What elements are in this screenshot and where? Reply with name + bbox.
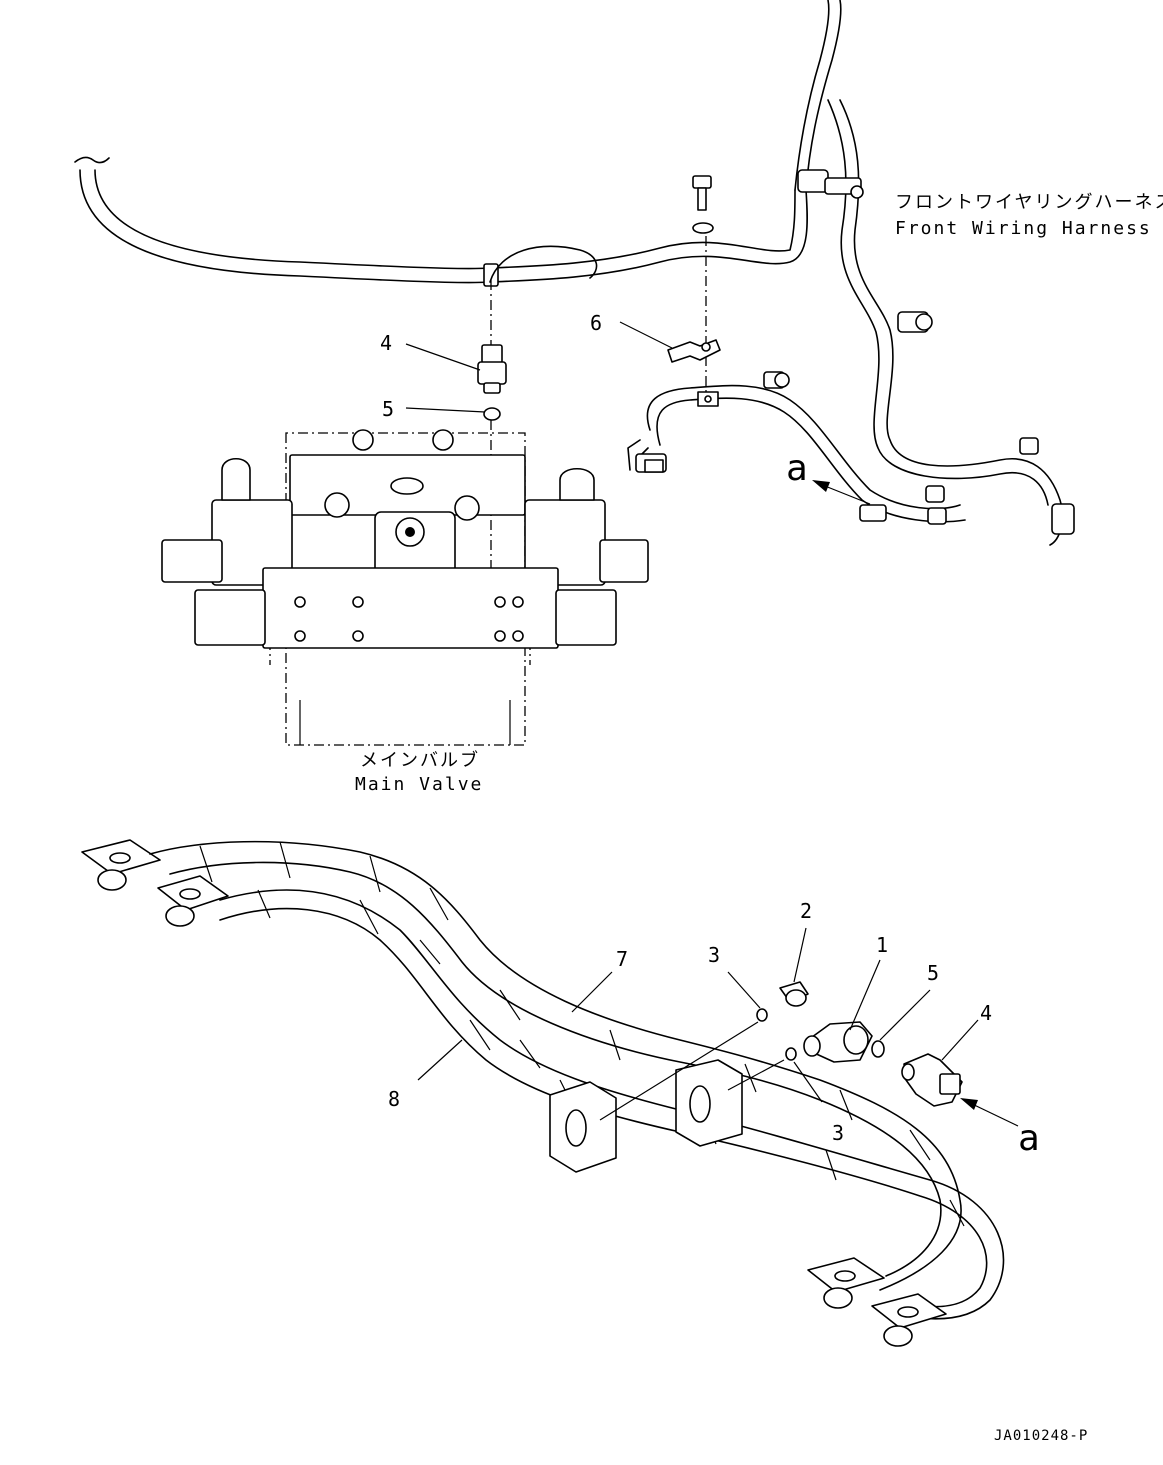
callout-4-top: 4 xyxy=(380,331,392,355)
part-2-plug xyxy=(779,981,809,1007)
callout-4-lower: 4 xyxy=(980,1001,992,1025)
callout-1: 1 xyxy=(876,933,888,957)
callout-3-upper: 3 xyxy=(708,943,720,967)
main-valve-caption-en: Main Valve xyxy=(355,774,483,795)
view-mark-a-top: a xyxy=(786,448,808,489)
callout-5-lower: 5 xyxy=(927,961,939,985)
part-1-elbow xyxy=(803,1021,873,1063)
callout-5-top: 5 xyxy=(382,397,394,421)
front-harness-caption-en: Front Wiring Harness xyxy=(895,218,1152,239)
part-3-o-ring-upper xyxy=(756,1008,768,1022)
callout-2: 2 xyxy=(800,899,812,923)
front-harness-caption-jp: フロントワイヤリングハーネス xyxy=(895,192,1163,213)
main-valve-caption-jp: メインバルブ xyxy=(360,749,480,771)
front-wiring-harness xyxy=(74,0,1075,546)
bolt-and-washer xyxy=(692,175,714,400)
part-4-pressure-switch-top xyxy=(477,280,507,640)
view-mark-a-bottom: a xyxy=(1018,1118,1040,1159)
part-5-o-ring-lower xyxy=(871,1040,885,1058)
callout-3-lower: 3 xyxy=(832,1121,844,1145)
view-arrow-bottom xyxy=(960,1098,1019,1127)
part-3-o-ring-lower xyxy=(785,1047,797,1061)
main-valve xyxy=(161,429,649,746)
part-6-bracket xyxy=(667,339,721,407)
drawing-code: JA010248-P xyxy=(994,1428,1088,1444)
pipe-assembly xyxy=(81,839,1005,1347)
part-4-pressure-switch-lower xyxy=(901,1053,963,1107)
leader-lines xyxy=(405,321,979,1121)
view-arrow-top xyxy=(812,480,871,505)
callout-8: 8 xyxy=(388,1087,400,1111)
callout-6: 6 xyxy=(590,311,602,335)
callout-7: 7 xyxy=(616,947,628,971)
